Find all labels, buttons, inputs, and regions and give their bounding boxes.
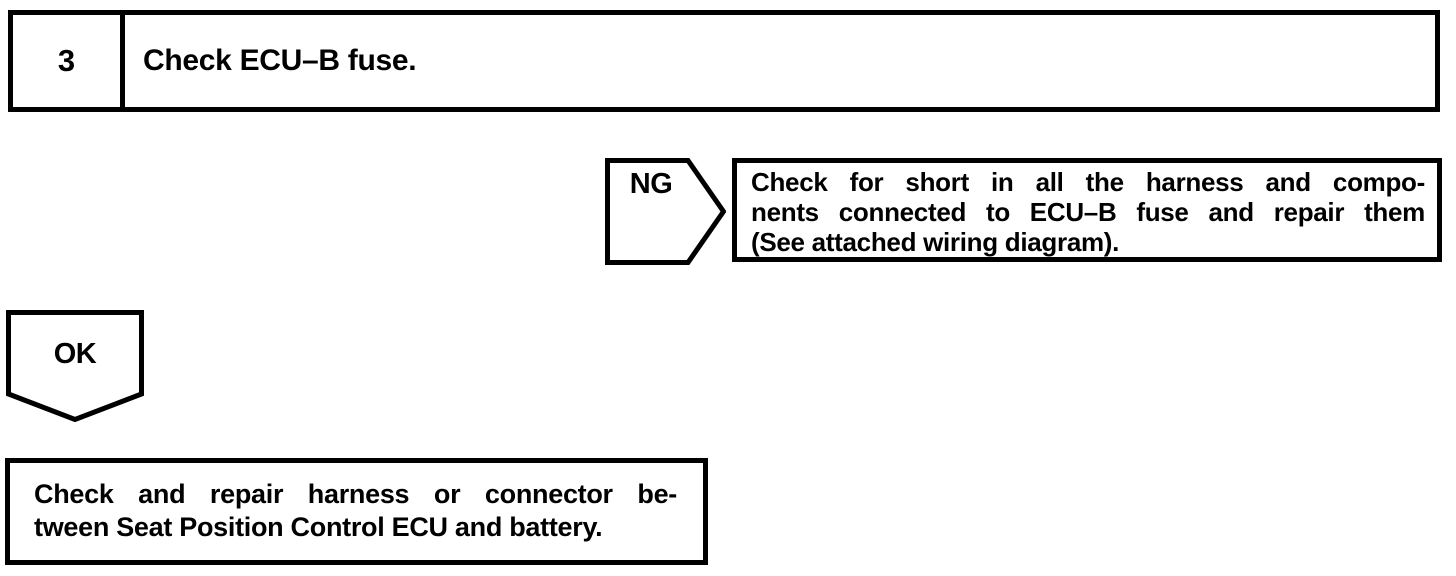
step-box: 3 Check ECU–B fuse. — [8, 10, 1440, 112]
step-title: Check ECU–B fuse. — [143, 44, 417, 77]
ng-label: NG — [629, 168, 673, 200]
right-pointer-pentagon-icon — [605, 158, 726, 265]
ng-action-line: nents connected to ECU–B fuse and repair… — [751, 197, 1425, 227]
ok-action-box: Check and repair harness or connector be… — [5, 458, 708, 565]
ng-action-box: Check for short in all the harness and c… — [732, 158, 1442, 262]
ok-action-line: Check and repair harness or connector be… — [34, 479, 677, 509]
ok-action-line: tween Seat Position Control ECU and batt… — [34, 512, 603, 542]
ng-action-line: (See attached wiring diagram). — [751, 227, 1120, 257]
ok-decision-shape: OK — [6, 310, 144, 422]
down-pointer-pentagon-icon — [6, 310, 144, 422]
ng-decision-shape: NG — [605, 158, 726, 265]
ok-label: OK — [53, 338, 97, 370]
step-number: 3 — [13, 15, 125, 107]
ng-action-line: Check for short in all the harness and c… — [751, 167, 1425, 197]
